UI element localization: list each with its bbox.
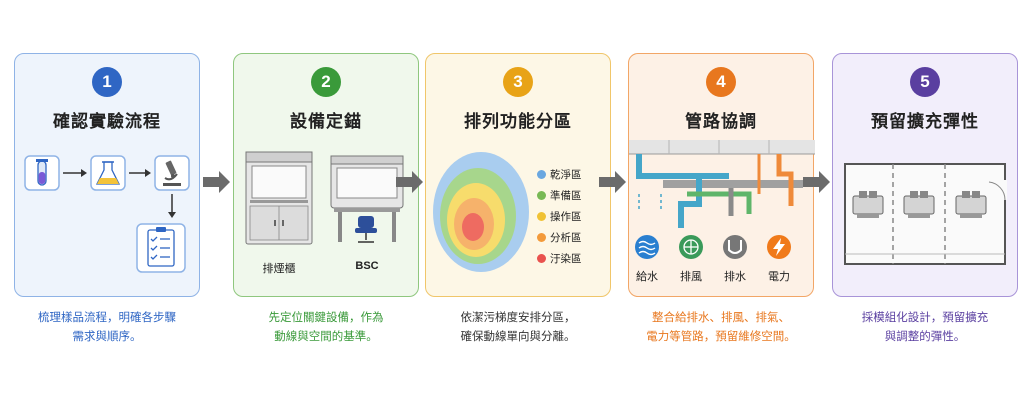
bsc-cabinet-icon: [330, 155, 404, 243]
utility-label: 排風: [680, 270, 702, 283]
step-caption-5: 採模組化設計，預留擴充 與調整的彈性。: [861, 310, 989, 343]
step-number-badge: 5: [910, 67, 940, 97]
legend-item: 汙染區: [537, 248, 582, 269]
step-card-1: 1 確認實驗流程: [14, 53, 200, 297]
zone-legend: 乾淨區 準備區 操作區 分析區 汙染區: [537, 164, 582, 269]
legend-swatch: [537, 191, 546, 200]
step-caption-3: 依潔污梯度安排分區， 確保動線單向與分離。: [460, 310, 576, 343]
piping-illustration: [629, 140, 815, 259]
water-icon: [635, 235, 659, 259]
drain-icon: [723, 235, 747, 259]
legend-item: 準備區: [537, 185, 582, 206]
module-unit-icon: [852, 191, 884, 218]
legend-item: 分析區: [537, 227, 582, 248]
workflow-illustration: [24, 155, 190, 273]
step-title: 確認實驗流程: [53, 112, 161, 132]
fan-icon: [679, 235, 703, 259]
step-number-badge: 3: [503, 67, 533, 97]
step-caption-1: 梳理樣品流程，明確各步驟 需求與順序。: [38, 310, 176, 343]
equipment-illustration: [245, 151, 404, 245]
step-card-2: 2 設備定錨 排煙櫃 BSC: [233, 53, 419, 297]
modular-layout-illustration: [844, 163, 1007, 265]
step-card-4: 4 管路協調: [628, 53, 815, 297]
module-unit-icon: [903, 191, 935, 218]
test-tube-icon: [24, 155, 60, 191]
arrow-right-icon: [63, 169, 87, 177]
step-caption-2: 先定位關鍵設備，作為 動線與空間的基準。: [268, 310, 384, 343]
step-title: 預留擴充彈性: [871, 112, 979, 132]
step-number-badge: 4: [706, 67, 736, 97]
module-unit-icon: [955, 191, 987, 218]
arrow-down-icon: [168, 194, 176, 218]
step-card-3: 3 排列功能分區 乾淨區 準備區 操作區 分析區 汙染區: [425, 53, 611, 297]
microscope-icon: [154, 155, 190, 191]
step-number-badge: 1: [92, 67, 122, 97]
equipment-label-bsc: BSC: [355, 260, 379, 272]
equipment-label-fume-hood: 排煙櫃: [262, 262, 296, 275]
utility-label: 排水: [724, 270, 746, 283]
flow-arrow-icon: [599, 171, 626, 193]
power-icon: [767, 235, 791, 259]
step-card-5: 5 預留擴充彈性: [832, 53, 1018, 297]
utility-label: 給水: [636, 270, 658, 283]
step-title: 管路協調: [685, 112, 757, 132]
zone-rings-diagram: [433, 152, 529, 272]
flow-arrow-icon: [803, 171, 830, 193]
arrow-right-icon: [129, 169, 151, 177]
flask-icon: [90, 155, 126, 191]
fume-hood-icon: [245, 151, 313, 245]
step-number-badge: 2: [311, 67, 341, 97]
step-title: 排列功能分區: [464, 112, 572, 132]
step-caption-4: 整合給排水、排風、排氣、 電力等管路，預留維修空間。: [646, 310, 796, 343]
flow-arrow-icon: [396, 171, 423, 193]
step-title: 設備定錨: [290, 112, 362, 132]
flow-arrow-icon: [203, 171, 230, 193]
legend-swatch: [537, 170, 546, 179]
legend-swatch: [537, 254, 546, 263]
legend-item: 操作區: [537, 206, 582, 227]
legend-swatch: [537, 212, 546, 221]
clipboard-icon: [136, 223, 186, 273]
legend-swatch: [537, 233, 546, 242]
legend-item: 乾淨區: [537, 164, 582, 185]
utility-label: 電力: [768, 270, 790, 283]
